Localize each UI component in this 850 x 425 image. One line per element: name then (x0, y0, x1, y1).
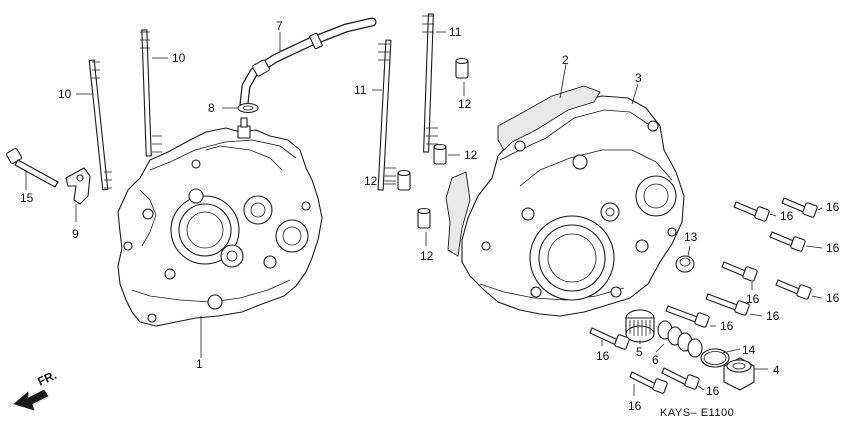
callout-12-a: 12 (458, 97, 472, 111)
flange-bolt-16-f (705, 293, 750, 316)
dowel-pin-d (417, 207, 431, 229)
tube-clip (237, 102, 259, 114)
callout-1: 1 (196, 357, 203, 371)
callout-7: 7 (276, 19, 283, 33)
callout-10-right: 10 (172, 51, 186, 65)
front-label: FR. (35, 368, 58, 389)
stud-bolts (88, 13, 438, 191)
callout-13: 13 (684, 230, 698, 244)
leader-lines (25, 31, 823, 396)
dowel-pin-c (397, 169, 411, 191)
callout-9: 9 (72, 227, 79, 241)
flange-bolt-16-g (665, 305, 710, 328)
callout-8: 8 (208, 101, 215, 115)
callout-3: 3 (635, 71, 642, 85)
callout-2: 2 (562, 53, 569, 67)
stud-bolt-11-left (377, 39, 396, 191)
callout-16-a: 16 (780, 209, 794, 223)
right-crankcase-half (461, 95, 685, 317)
callout-15: 15 (20, 191, 34, 205)
callout-16-b: 16 (826, 200, 840, 214)
crankcase-gasket (445, 85, 601, 257)
callout-11-right: 11 (449, 25, 462, 39)
callout-16-e: 16 (826, 291, 840, 305)
flange-bolts-16 (589, 197, 818, 394)
callout-16-g: 16 (720, 319, 734, 333)
dowel-pin-a (455, 57, 469, 79)
callout-6: 6 (652, 353, 659, 367)
o-ring-14 (700, 348, 730, 368)
callout-12-c: 12 (364, 174, 378, 188)
flange-bolt-16-j (661, 367, 700, 390)
flange-bolt-16-h (589, 327, 630, 350)
left-crankcase-half (117, 117, 323, 327)
callout-12-d: 12 (420, 249, 434, 263)
callout-10-left: 10 (58, 87, 72, 101)
callout-5: 5 (636, 345, 643, 359)
stud-bolt-10-left (88, 59, 112, 191)
callout-16-f: 16 (766, 309, 780, 323)
dowel-pin-b (433, 143, 447, 165)
callout-12-b: 12 (464, 148, 478, 162)
callout-16-h: 16 (596, 349, 610, 363)
stud-bolt-11-right (422, 13, 438, 153)
stud-bolt-10-right (140, 29, 162, 157)
drain-cap-4 (723, 357, 755, 391)
dowel-pins (397, 57, 469, 229)
callout-labels: 1 2 3 4 5 6 7 8 9 10 10 11 11 12 12 12 1… (20, 19, 840, 413)
strainer-screen-5 (625, 309, 655, 343)
callout-16-j: 16 (706, 384, 720, 398)
breather-tube (239, 17, 377, 109)
nut-13 (675, 255, 695, 273)
flange-bolt-15 (5, 147, 59, 188)
callout-16-d: 16 (746, 292, 760, 306)
callout-16-c: 16 (826, 241, 840, 255)
diagram-code: KAYS– E1100 (660, 407, 734, 419)
callout-14: 14 (742, 343, 756, 357)
callout-16-i: 16 (628, 399, 642, 413)
bracket-9 (65, 167, 91, 205)
spring-6 (657, 320, 703, 358)
flange-bolt-16-b (781, 197, 818, 218)
front-direction-indicator: FR. (13, 368, 59, 411)
flange-bolt-16-e (775, 279, 812, 300)
flange-bolt-16-d (721, 261, 758, 282)
callout-11-left: 11 (354, 83, 367, 97)
front-arrow-icon (13, 389, 49, 411)
flange-bolt-16-a (733, 201, 770, 222)
flange-bolt-16-c (769, 231, 806, 252)
flange-bolt-16-i (629, 371, 668, 394)
callout-4: 4 (773, 363, 780, 377)
